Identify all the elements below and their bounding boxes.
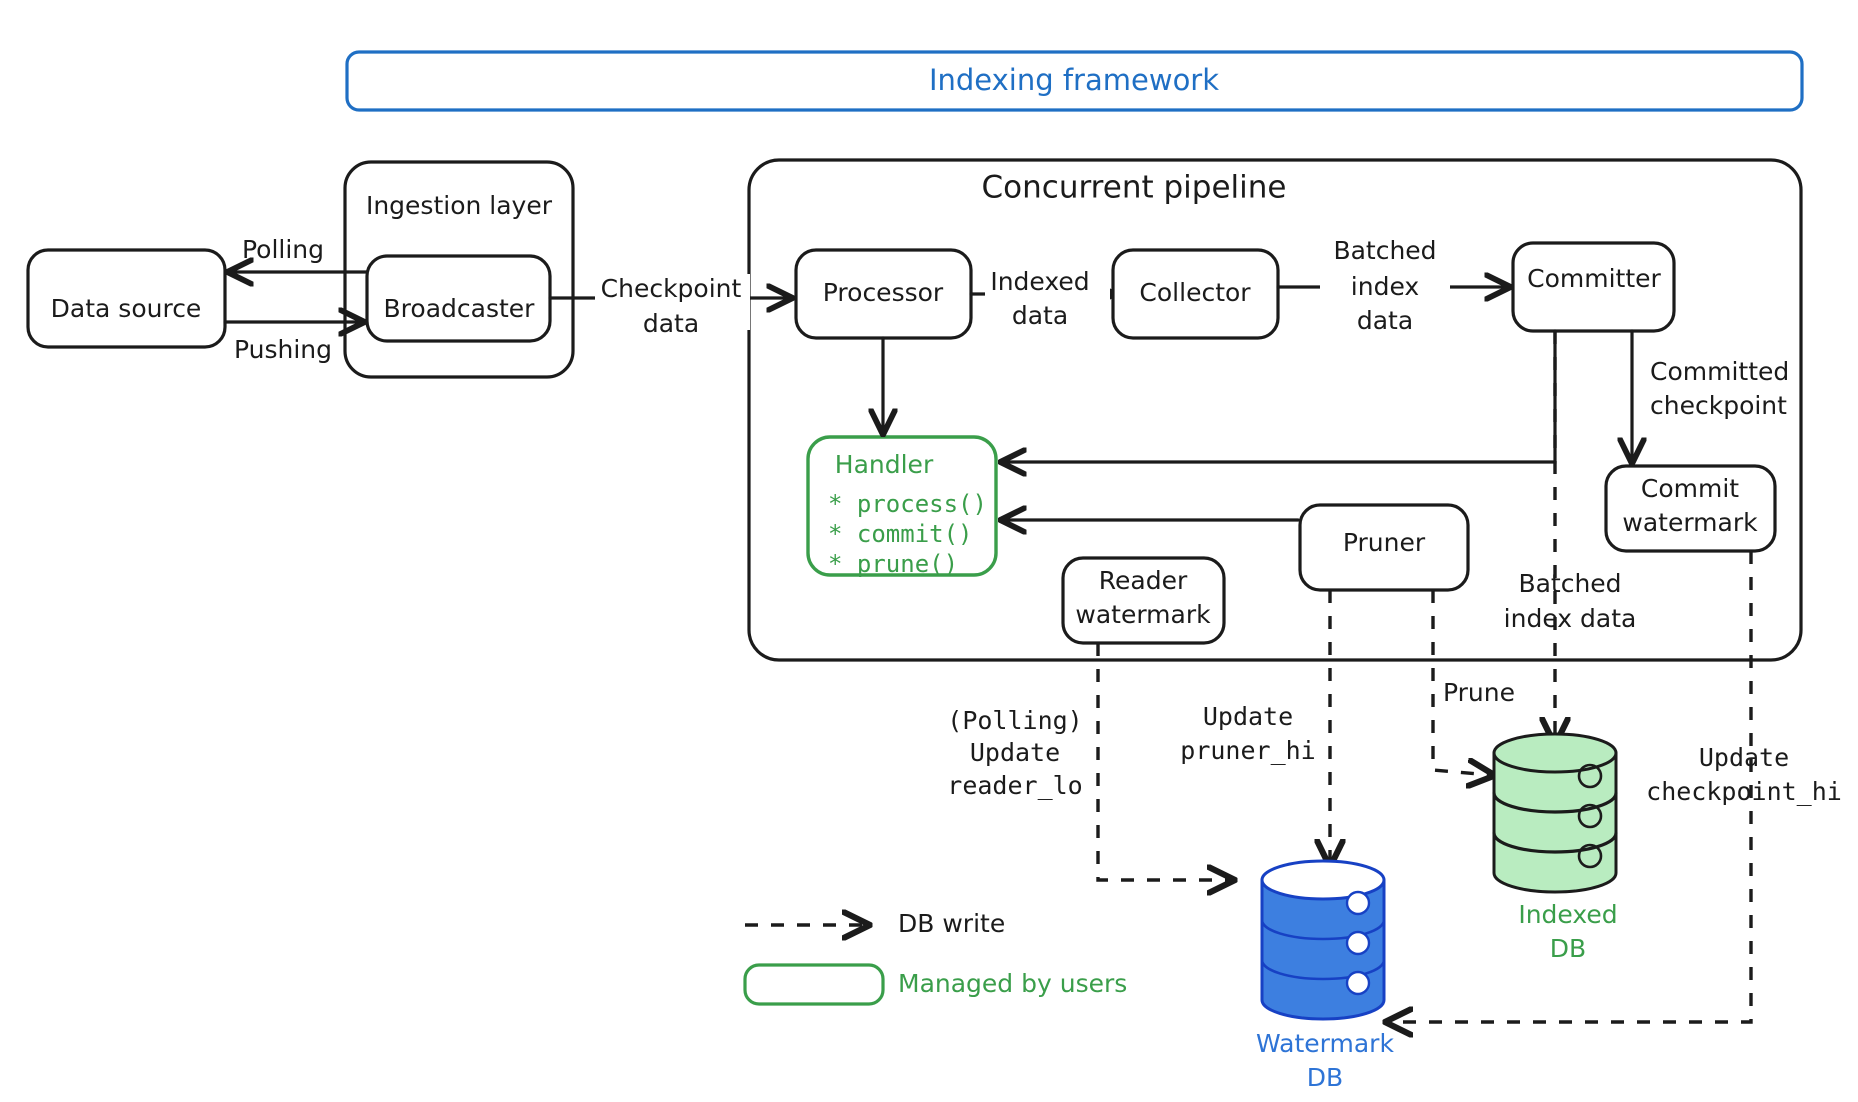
indexed-db-divider-2 <box>1492 831 1618 854</box>
edge-committed-checkpoint-line1: Committed <box>1650 357 1789 386</box>
concurrent-pipeline-label: Concurrent pipeline <box>982 170 1287 206</box>
handler-method-commit: * commit() <box>828 520 973 548</box>
watermark-db-led-3 <box>1345 970 1371 996</box>
edge-polling-label: Polling <box>242 235 324 264</box>
edge-indexed-data-label-bg <box>985 270 1110 324</box>
node-data-source[interactable] <box>26 248 227 349</box>
edge-reader-watermark-to-watermark-db <box>1096 643 1230 880</box>
edge-update-pruner-line2: pruner_hi <box>1180 736 1315 765</box>
watermark-db-label-line1: Watermark <box>1256 1029 1394 1058</box>
node-reader-watermark-line2: watermark <box>1075 600 1211 629</box>
node-handler[interactable] <box>806 435 998 577</box>
indexed-db-led-2 <box>1577 803 1603 829</box>
database-watermark-db[interactable] <box>1260 859 1386 1021</box>
indexing-framework-frame <box>345 50 1804 112</box>
node-pruner-label: Pruner <box>1343 528 1426 557</box>
edge-checkpoint-data-line1: Checkpoint <box>601 274 742 303</box>
edge-batched-index-data2-line1: Batched <box>1518 569 1621 598</box>
handler-method-prune: * prune() <box>828 550 958 578</box>
node-broadcaster-label: Broadcaster <box>384 294 536 323</box>
edge-pruner-to-indexed-db <box>1431 590 1490 775</box>
database-indexed-db[interactable] <box>1492 732 1618 894</box>
indexed-db-label-line1: Indexed <box>1518 900 1617 929</box>
edge-committed-checkpoint-line2: checkpoint <box>1650 391 1787 420</box>
watermark-db-divider-1 <box>1260 919 1386 941</box>
legend-db-write-label: DB write <box>898 909 1005 938</box>
indexed-db-label-line2: DB <box>1550 934 1586 963</box>
legend-managed-label: Managed by users <box>898 969 1127 998</box>
edge-polling-update-line1: (Polling) <box>947 706 1082 735</box>
node-data-source-label: Data source <box>51 294 202 323</box>
node-collector-label: Collector <box>1139 278 1251 307</box>
node-processor-label: Processor <box>823 278 944 307</box>
node-commit-watermark-line1: Commit <box>1641 474 1739 503</box>
edge-batched-index-data-label-bg <box>1320 232 1450 324</box>
indexed-db-led-1 <box>1577 763 1603 789</box>
edge-polling-update-line3: reader_lo <box>947 771 1082 800</box>
watermark-db-top <box>1260 859 1386 901</box>
legend-managed-swatch <box>743 963 885 1006</box>
indexed-db-led-3 <box>1577 843 1603 869</box>
indexed-db-top <box>1492 732 1618 774</box>
node-reader-watermark[interactable] <box>1061 556 1226 645</box>
edge-batched-index-line3: data <box>1357 306 1413 335</box>
node-committer[interactable] <box>1511 241 1676 333</box>
node-reader-watermark-line1: Reader <box>1099 566 1188 595</box>
edge-batched-index-line1: Batched <box>1333 236 1436 265</box>
edge-checkpoint-data-line2: data <box>643 309 699 338</box>
watermark-db-led-1 <box>1345 890 1371 916</box>
edge-prune-label: Prune <box>1443 678 1515 707</box>
concurrent-pipeline-group <box>747 158 1803 662</box>
indexed-db-body <box>1492 751 1618 894</box>
edge-checkpoint-data-label-bg <box>595 274 750 330</box>
node-handler-title: Handler <box>835 450 934 479</box>
handler-method-process: * process() <box>828 490 987 518</box>
ingestion-layer-group <box>343 160 575 379</box>
indexing-framework-title: Indexing framework <box>929 63 1219 97</box>
watermark-db-label-line2: DB <box>1307 1063 1343 1092</box>
edge-polling-update-line2: Update <box>970 738 1060 767</box>
watermark-db-led-2 <box>1345 930 1371 956</box>
edge-committer-to-handler <box>1005 329 1557 462</box>
edge-batched-index-data2-line2: index data <box>1504 604 1637 633</box>
node-collector[interactable] <box>1111 248 1280 340</box>
edge-pushing-label: Pushing <box>234 335 332 364</box>
edge-batched-index-line2: index <box>1351 272 1419 301</box>
node-committer-label: Committer <box>1527 264 1661 293</box>
edge-commit-watermark-to-watermark-db <box>1390 551 1753 1022</box>
edge-indexed-data-line2: data <box>1012 301 1068 330</box>
node-commit-watermark[interactable] <box>1604 464 1777 553</box>
edge-update-pruner-line1: Update <box>1203 702 1293 731</box>
indexed-db-divider-1 <box>1492 791 1618 814</box>
edge-indexed-data-line1: Indexed <box>990 267 1089 296</box>
node-pruner[interactable] <box>1298 503 1470 592</box>
ingestion-layer-label: Ingestion layer <box>366 191 553 220</box>
edge-update-checkpoint-line1: Update <box>1699 743 1789 772</box>
edge-update-checkpoint-line2: checkpoint_hi <box>1646 777 1842 806</box>
node-commit-watermark-line2: watermark <box>1622 508 1758 537</box>
watermark-db-divider-2 <box>1260 959 1386 981</box>
